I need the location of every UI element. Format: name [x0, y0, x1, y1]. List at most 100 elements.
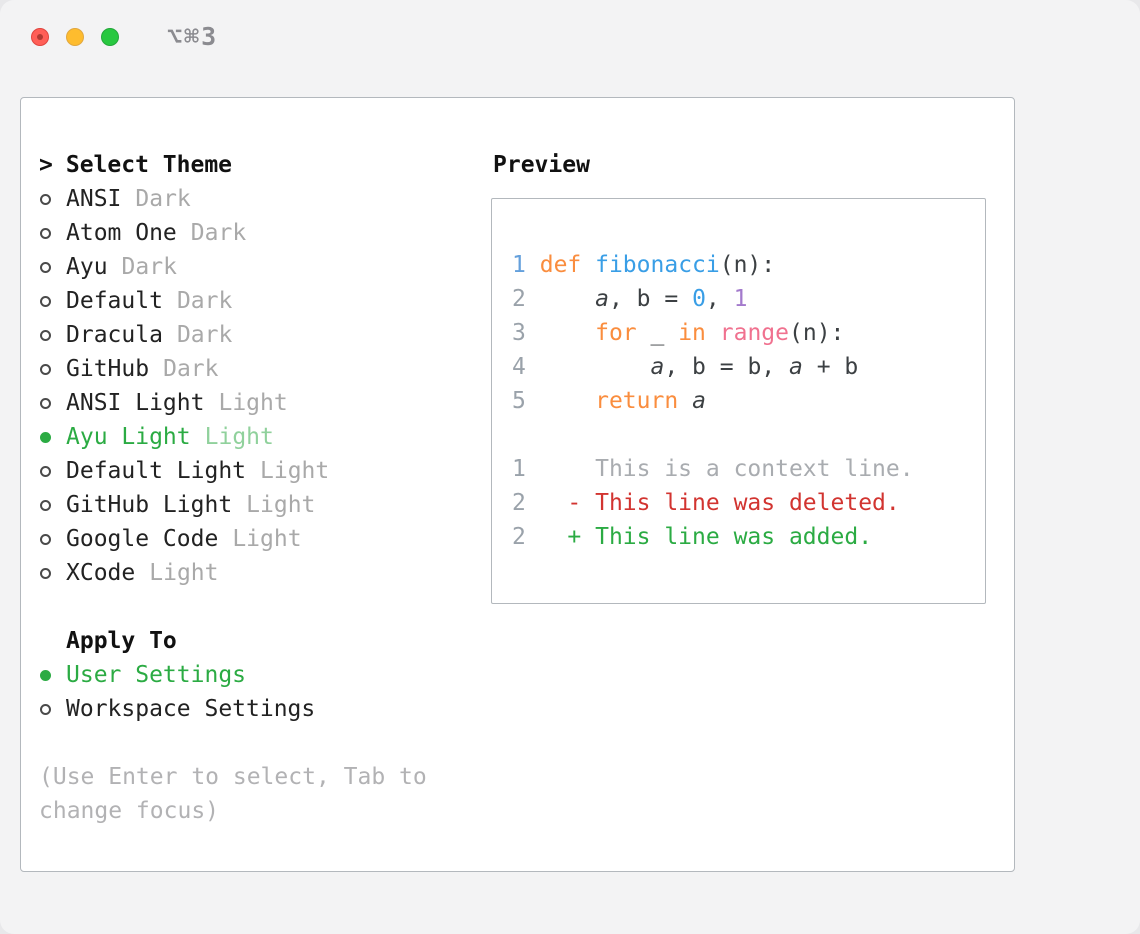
code-token: fibonacci [595, 252, 720, 278]
code-token: (n): [719, 252, 776, 278]
code-line: 5 return a [512, 384, 967, 418]
code-token: a [692, 388, 706, 414]
code-token: 0 [692, 286, 706, 312]
code-token: a [788, 354, 803, 380]
code-token: _ [636, 320, 679, 346]
line-number: 2 [512, 286, 526, 312]
theme-variant: Dark [121, 254, 177, 280]
zoom-window-icon[interactable] [101, 28, 119, 46]
close-window-icon[interactable] [31, 28, 49, 46]
diff-text: - This line was deleted. [525, 490, 900, 516]
radio-icon [40, 533, 51, 545]
diff-line-deleted: 2 - This line was deleted. [512, 486, 967, 520]
preview-header: Preview [493, 152, 590, 178]
window-title: ⌥⌘3 [167, 22, 219, 51]
code-token: in [678, 320, 706, 346]
code-token: for [595, 320, 637, 346]
radio-icon [40, 227, 51, 239]
diff-line-added: 2 + This line was added. [512, 520, 967, 554]
apply-option-user-settings[interactable]: User Settings [39, 658, 491, 692]
code-token [540, 286, 595, 312]
code-token: , [705, 286, 734, 312]
theme-name: ANSI Light [66, 390, 205, 416]
theme-option-ansi-light[interactable]: ANSI Light Light [39, 386, 491, 420]
theme-option-ayu[interactable]: Ayu Dark [39, 250, 491, 284]
theme-variant: Dark [176, 288, 233, 314]
radio-icon [40, 397, 51, 409]
radio-icon [40, 261, 51, 273]
code-token: + b [802, 354, 859, 380]
code-line: 3 for _ in range(n): [512, 316, 967, 350]
theme-name: XCode [66, 560, 136, 586]
code-token: a [650, 354, 665, 380]
apply-option-label: Workspace Settings [66, 696, 316, 722]
theme-variant: Light [232, 526, 302, 552]
code-line: 4 a, b = b, a + b [512, 350, 967, 384]
code-token: 1 [733, 286, 748, 312]
theme-variant: Light [218, 390, 288, 416]
minimize-window-icon[interactable] [66, 28, 84, 46]
apply-to-header: Apply To [66, 628, 177, 654]
diff-text: + This line was added. [525, 524, 873, 550]
code-token [540, 354, 651, 380]
select-theme-header: > Select Theme [39, 148, 491, 182]
line-number: 1 [512, 252, 526, 278]
preview-diff: 1 This is a context line.2 - This line w… [512, 452, 967, 554]
theme-option-github[interactable]: GitHub Dark [39, 352, 491, 386]
code-token: , b = [608, 286, 693, 312]
code-token: , b = b, [664, 354, 789, 380]
code-token: (n): [789, 320, 845, 346]
code-line: 2 a, b = 0, 1 [512, 282, 967, 316]
line-number: 2 [512, 490, 526, 516]
theme-variant: Dark [190, 220, 247, 246]
theme-name: Google Code [66, 526, 219, 552]
radio-icon [40, 329, 51, 341]
theme-option-google-code[interactable]: Google Code Light [39, 522, 491, 556]
theme-name: Dracula [66, 322, 163, 348]
theme-option-atom-one[interactable]: Atom One Dark [39, 216, 491, 250]
theme-name: GitHub [66, 356, 150, 382]
radio-selected-icon [40, 669, 51, 681]
prompt-cursor-icon: > [39, 152, 53, 178]
line-number: 1 [512, 456, 526, 482]
line-number: 5 [512, 388, 526, 414]
radio-icon [40, 567, 51, 579]
theme-variant: Light [204, 424, 274, 450]
theme-variant: Light [260, 458, 330, 484]
radio-icon [40, 465, 51, 477]
theme-name: Atom One [66, 220, 177, 246]
hint-text: (Use Enter to select, Tab to change focu… [39, 764, 427, 824]
apply-option-workspace-settings[interactable]: Workspace Settings [39, 692, 491, 726]
window-controls [31, 28, 119, 46]
radio-icon [40, 295, 51, 307]
code-token [540, 388, 595, 414]
line-number: 2 [512, 524, 526, 550]
theme-name: Ayu [66, 254, 108, 280]
code-token [678, 388, 692, 414]
radio-selected-icon [40, 431, 51, 443]
code-token: return [595, 388, 679, 414]
theme-variant: Dark [163, 356, 219, 382]
preview-column: Preview 1 def fibonacci(n):2 a, b = 0, 1… [491, 148, 986, 871]
theme-name: GitHub Light [66, 492, 233, 518]
radio-icon [40, 499, 51, 511]
apply-option-label: User Settings [66, 662, 247, 688]
code-token [706, 320, 720, 346]
code-token: a [595, 286, 609, 312]
select-theme-header-label: Select Theme [65, 152, 233, 178]
code-token [540, 320, 595, 346]
